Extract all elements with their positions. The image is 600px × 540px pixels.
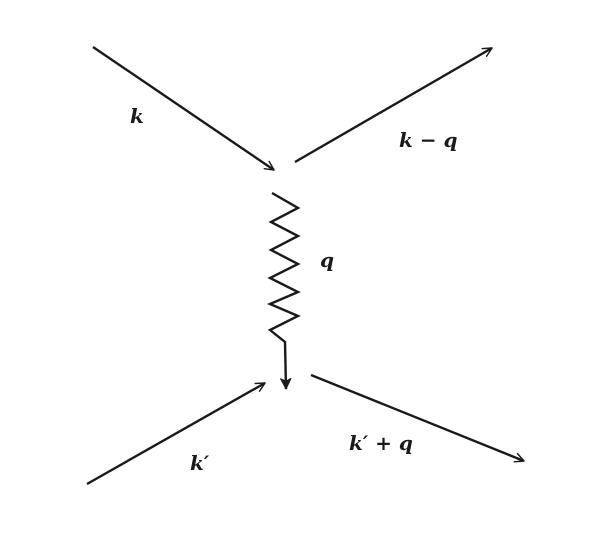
incoming-k-line (92, 46, 275, 171)
outgoing-k-prime-plus-q-line (310, 373, 525, 463)
label-k-minus-q: k − q (399, 128, 458, 152)
outgoing-k-minus-q-line (294, 46, 493, 164)
label-k-prime-plus-q: k′ + q (349, 431, 413, 455)
label-k-prime: k′ (190, 451, 210, 475)
label-q: q (320, 248, 334, 272)
incoming-k-prime-line (86, 381, 266, 486)
exchange-q-zigzag (266, 191, 301, 390)
label-k: k (130, 104, 144, 128)
